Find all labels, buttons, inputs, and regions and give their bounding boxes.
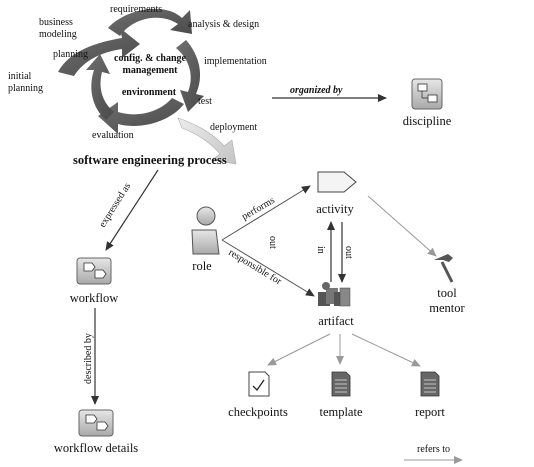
workflow-details-icon [78,409,114,437]
cycle-arrow-deployment [177,117,237,165]
edge-label-in: in [315,246,326,254]
phase-planning: planning [53,49,88,60]
node-role: role [192,259,212,273]
cycle-arrow-bottom [98,98,184,134]
center-config-1: config. & change [114,53,187,64]
edge-responsible-for [221,239,315,297]
edge-label-out: out [343,246,354,259]
edge-label-out-role: out [267,236,278,249]
edge-activity-tool-mentor [367,195,437,257]
role-icon [191,206,220,255]
node-template: template [319,405,362,419]
phase-evaluation: evaluation [92,130,134,141]
node-activity: activity [316,202,354,216]
edge-label-organized-by: organized by [290,85,343,96]
center-environment: environment [122,87,177,98]
process-cycle [58,8,237,165]
edge-label-responsible-for: responsible for [226,247,283,288]
phase-deployment: deployment [210,122,257,133]
activity-icon [317,171,357,193]
cycle-arrow-planning [58,28,140,76]
cycle-arrow-top [108,8,192,36]
node-workflow: workflow [70,291,119,305]
edge-label-expressed-as: expressed as [97,181,133,230]
checkpoints-icon [248,371,270,397]
node-checkpoints: checkpoints [228,405,288,419]
node-artifact: artifact [318,314,354,328]
center-config-2: management [123,65,179,76]
process-title: software engineering process [73,153,227,167]
node-report: report [415,405,445,419]
node-discipline: discipline [403,114,452,128]
edge-expressed-as [105,169,159,251]
hammer-icon [434,254,454,283]
discipline-icon [411,78,443,110]
phase-business-modeling-2: modeling [39,29,77,40]
edge-artifact-checkpoints [267,333,331,366]
node-tool-mentor-2: mentor [429,301,465,315]
node-tool-mentor-1: tool [437,286,457,300]
phase-initial-planning-1: initial [8,71,32,82]
cycle-arrow-right [176,40,204,112]
report-icon [420,371,440,397]
workflow-icon [76,257,112,285]
template-icon [331,371,351,397]
phase-test: test [198,96,212,107]
cycle-arrow-left [86,54,114,120]
legend-refers-to: refers to [417,444,450,455]
edge-artifact-report [351,333,421,367]
phase-business-modeling-1: business [39,17,73,28]
node-workflow-details: workflow details [54,441,138,455]
edge-label-performs: performs [240,195,277,223]
edge-label-described-by: described by [83,333,94,384]
phase-analysis-design: analysis & design [188,19,259,30]
phase-initial-planning-2: planning [8,83,43,94]
phase-implementation: implementation [204,56,267,67]
edge-performs [221,185,311,241]
artifact-icon [318,282,351,307]
phase-requirements: requirements [110,4,162,15]
